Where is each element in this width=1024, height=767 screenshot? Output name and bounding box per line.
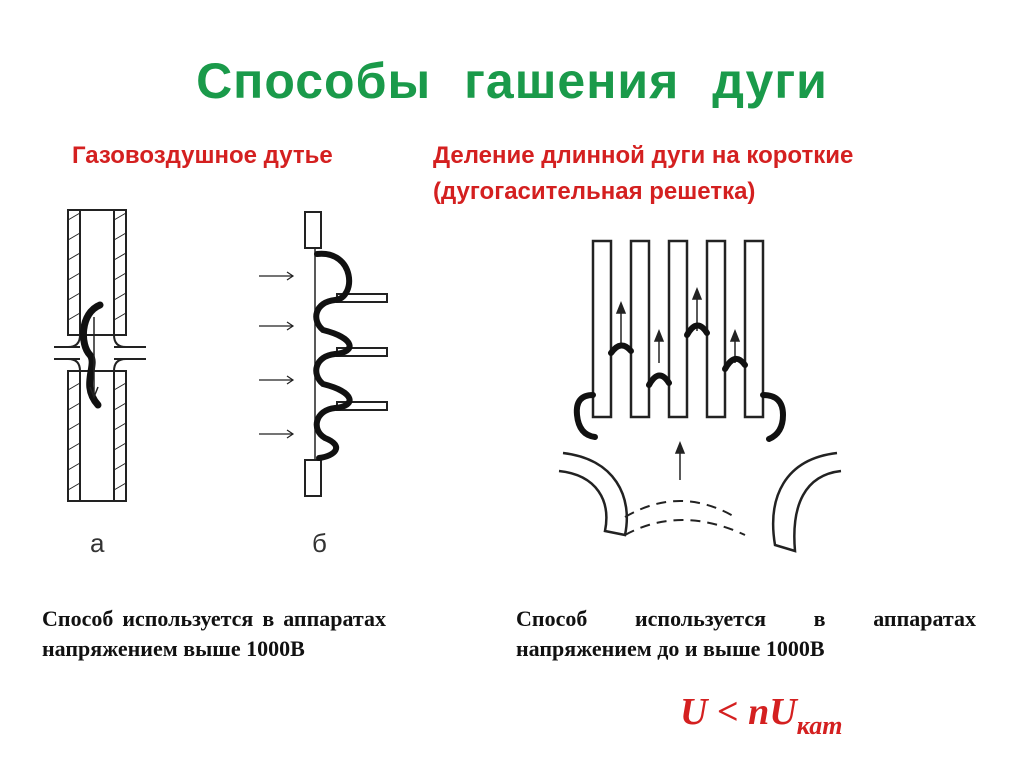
figure-a-gas-blast	[54, 209, 146, 502]
formula-main: U < nU	[680, 691, 797, 733]
figure-b-arc-plates	[259, 211, 388, 497]
formula-subscript: кат	[796, 711, 843, 740]
figure-a-label: а	[90, 528, 105, 558]
left-subtitle: Газовоздушное дутье	[72, 142, 333, 169]
page-title: Способы гашения дуги	[196, 53, 828, 109]
left-description: Способ используется в аппаратах напряжен…	[42, 606, 386, 661]
right-subtitle-line1: Деление длинной дуги на короткие	[433, 142, 854, 169]
figure-b-label: б	[312, 528, 327, 558]
arc-formula: U < nUкат	[680, 690, 842, 741]
right-subtitle: Деление длинной дуги на короткие (дугога…	[433, 138, 1013, 210]
right-description: Способ используется в аппаратах напряжен…	[516, 606, 976, 661]
figure-arc-chute	[558, 239, 842, 553]
right-subtitle-line2: (дугогасительная решетка)	[433, 178, 756, 205]
